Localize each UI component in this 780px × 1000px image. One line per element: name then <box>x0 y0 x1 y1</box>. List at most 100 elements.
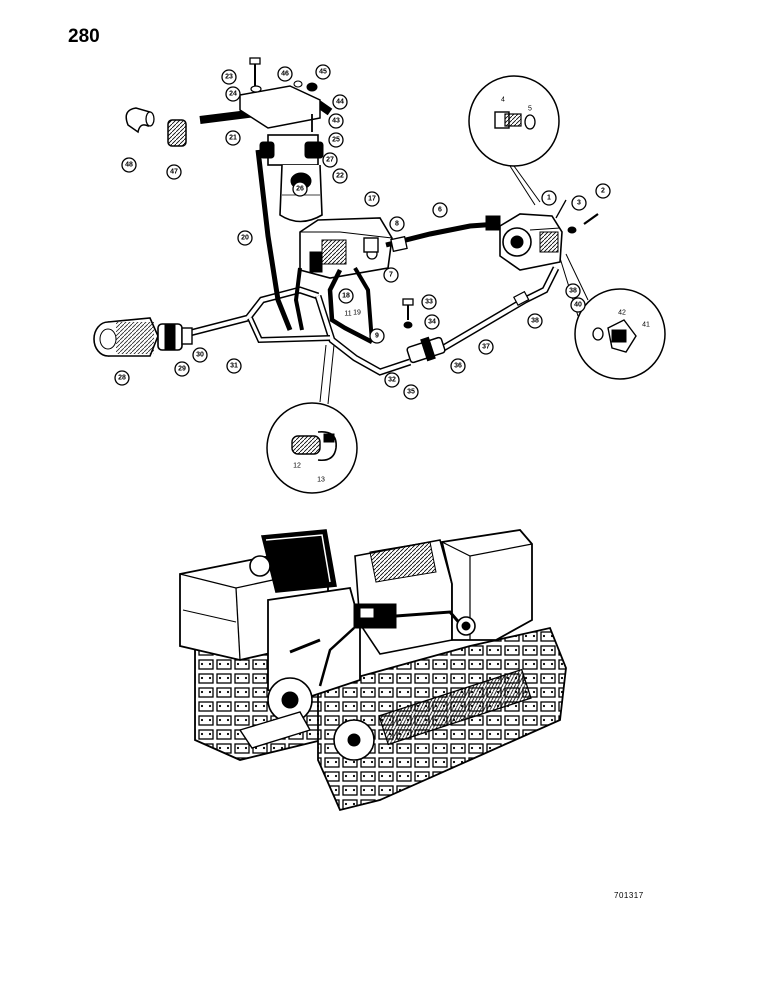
callout-circle <box>315 64 331 80</box>
callout-2: 2 <box>595 183 611 199</box>
callout-5: 5 <box>528 106 532 113</box>
callout-label: 40 <box>574 302 582 309</box>
mounting-bracket <box>239 57 321 132</box>
crawler-tractor <box>179 529 567 812</box>
callout-20: 20 <box>237 230 253 246</box>
inlet-strainer <box>93 317 193 357</box>
callout-label: 1 <box>547 195 551 202</box>
callout-label: 5 <box>528 106 532 113</box>
callout-label: 47 <box>170 169 178 176</box>
callout-40: 40 <box>570 297 586 313</box>
callout-circle <box>277 66 293 82</box>
callout-12: 12 <box>293 463 301 470</box>
callout-13: 13 <box>317 477 325 484</box>
callout-37: 37 <box>478 339 494 355</box>
callout-label: 25 <box>332 137 340 144</box>
callout-label: 38 <box>531 318 539 325</box>
detail-circle-fitting-4-5 <box>468 75 560 206</box>
callout-24: 24 <box>225 86 241 102</box>
callout-6: 6 <box>432 202 448 218</box>
callout-label: 46 <box>281 71 289 78</box>
callout-36: 36 <box>450 358 466 374</box>
callout-19: 19 <box>353 310 361 317</box>
callout-label: 24 <box>229 91 237 98</box>
callout-25: 25 <box>328 132 344 148</box>
callout-7: 7 <box>383 267 399 283</box>
callout-circle <box>332 168 348 184</box>
callout-label: 48 <box>125 162 133 169</box>
callout-circle <box>174 361 190 377</box>
detail-circle-clamp-12-13 <box>266 344 358 494</box>
callout-circle <box>595 183 611 199</box>
seat <box>260 529 337 593</box>
callout-label: 11 <box>344 311 351 318</box>
hydraulic-pump <box>499 199 567 271</box>
callout-circle <box>432 202 448 218</box>
callout-circle <box>237 230 253 246</box>
callout-label: 41 <box>642 322 650 329</box>
callout-label: 7 <box>389 272 393 279</box>
callout-1: 1 <box>541 190 557 206</box>
callout-circle <box>389 216 405 232</box>
callout-circle <box>383 267 399 283</box>
callout-label: 32 <box>388 377 396 384</box>
callout-circle <box>571 195 587 211</box>
callout-label: 13 <box>317 477 325 484</box>
callout-label: 43 <box>332 118 340 125</box>
callout-35: 35 <box>403 384 419 400</box>
callout-circle <box>424 314 440 330</box>
callout-label: 2 <box>601 188 605 195</box>
callout-circle <box>565 283 581 299</box>
callout-circle <box>364 191 380 207</box>
callout-30: 30 <box>192 347 208 363</box>
callout-9: 9 <box>369 328 385 344</box>
callout-label: 30 <box>196 352 204 359</box>
callout-label: 31 <box>230 363 238 370</box>
callout-circle <box>328 132 344 148</box>
hose-6 <box>385 215 501 253</box>
callout-circle <box>527 313 543 329</box>
elbow-fitting <box>125 107 187 147</box>
callout-label: 12 <box>293 463 301 470</box>
callout-circle <box>166 164 182 180</box>
callout-34: 34 <box>424 314 440 330</box>
callout-label: 9 <box>375 333 379 340</box>
installed-hydraulics <box>249 555 476 687</box>
callout-48: 48 <box>121 157 137 173</box>
bolt-33 <box>402 298 414 329</box>
callout-label: 17 <box>368 196 376 203</box>
callout-45: 45 <box>315 64 331 80</box>
callout-label: 42 <box>618 310 626 317</box>
callout-circle <box>328 113 344 129</box>
callout-27: 27 <box>322 152 338 168</box>
page-number: 280 <box>68 26 100 47</box>
callout-label: 34 <box>428 319 436 326</box>
callout-label: 6 <box>438 207 442 214</box>
callout-26: 26 <box>292 181 308 197</box>
callout-11: 11 <box>344 311 351 318</box>
callout-22: 22 <box>332 168 348 184</box>
callout-label: 45 <box>319 69 327 76</box>
pump-bolts <box>567 213 599 234</box>
callout-33: 33 <box>421 294 437 310</box>
callout-circle <box>221 69 237 85</box>
callout-label: 18 <box>342 293 350 300</box>
callout-21: 21 <box>225 130 241 146</box>
callout-28: 28 <box>114 370 130 386</box>
callout-circle <box>450 358 466 374</box>
callout-circle <box>332 94 348 110</box>
callout-label: 33 <box>425 299 433 306</box>
callout-circle <box>403 384 419 400</box>
callout-43: 43 <box>328 113 344 129</box>
callout-circle <box>421 294 437 310</box>
callout-44: 44 <box>332 94 348 110</box>
drawbar <box>238 711 312 749</box>
callout-label: 29 <box>178 366 186 373</box>
drawing-code: 701317 <box>614 891 644 900</box>
detail-circle-fitting-41-42 <box>559 253 666 380</box>
callout-41: 41 <box>642 322 650 329</box>
callout-label: 26 <box>296 186 304 193</box>
callout-circle <box>541 190 557 206</box>
callout-circle <box>225 130 241 146</box>
